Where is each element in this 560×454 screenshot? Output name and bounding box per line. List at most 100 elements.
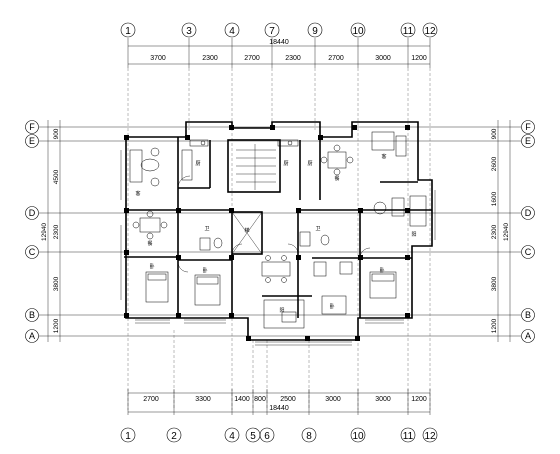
svg-text:E: E — [525, 136, 531, 146]
right-dimension-line: 900 2600 1600 2300 3800 1200 12940 — [491, 120, 511, 342]
svg-text:1200: 1200 — [53, 318, 60, 333]
svg-text:B: B — [29, 310, 35, 320]
svg-text:C: C — [29, 247, 36, 257]
svg-text:3000: 3000 — [375, 55, 391, 62]
svg-text:900: 900 — [491, 128, 498, 139]
axis-bubble-top-11: 11 — [400, 22, 416, 38]
svg-text:12: 12 — [424, 431, 436, 442]
total-width-bottom: 18440 — [269, 405, 289, 412]
axis-bubble-top-10: 10 — [350, 22, 366, 38]
svg-text:客: 客 — [135, 190, 140, 197]
svg-text:4: 4 — [229, 431, 235, 442]
axis-bubble-bottom-4: 4 — [224, 427, 240, 443]
svg-text:4500: 4500 — [53, 169, 60, 184]
svg-text:3700: 3700 — [150, 55, 166, 62]
svg-text:3300: 3300 — [195, 396, 211, 403]
svg-text:餐: 餐 — [147, 240, 152, 247]
svg-text:1200: 1200 — [491, 318, 498, 333]
svg-text:1400: 1400 — [234, 396, 250, 403]
axis-bubble-top-3: 3 — [181, 22, 197, 38]
svg-text:2700: 2700 — [143, 396, 159, 403]
axis-bubble-top-12: 12 — [422, 22, 438, 38]
svg-text:2300: 2300 — [53, 224, 60, 239]
column-axis-lines — [127, 68, 431, 410]
svg-text:2600: 2600 — [491, 156, 498, 171]
svg-text:A: A — [525, 331, 531, 341]
axis-bubble-top-4: 4 — [224, 22, 240, 38]
svg-text:3800: 3800 — [491, 276, 498, 291]
bottom-dimension-line: 2700 3300 1400 800 2500 3000 3000 1200 1… — [127, 389, 431, 415]
svg-text:餐: 餐 — [334, 175, 339, 182]
svg-text:2300: 2300 — [491, 224, 498, 239]
room-labels: 厨 厨 厨 卧 卧 卧 卧 卫 卫 餐 餐 客 客 阳 阳 梯 — [135, 153, 416, 314]
svg-text:1: 1 — [125, 26, 131, 37]
svg-text:E: E — [29, 136, 35, 146]
axis-bubble-bottom-6: 6 — [259, 427, 275, 443]
svg-text:F: F — [29, 122, 35, 132]
svg-text:900: 900 — [53, 128, 60, 139]
svg-text:2700: 2700 — [328, 55, 344, 62]
svg-text:厨: 厨 — [307, 161, 312, 167]
axis-bubble-row-A: A A — [25, 329, 535, 343]
right-total-dimension: 12940 — [503, 223, 510, 241]
svg-text:3000: 3000 — [375, 396, 391, 403]
svg-text:4: 4 — [229, 26, 235, 37]
svg-text:5: 5 — [250, 431, 256, 442]
stair-treads — [236, 144, 276, 190]
svg-text:2700: 2700 — [244, 55, 260, 62]
svg-text:3800: 3800 — [53, 276, 60, 291]
svg-text:客: 客 — [381, 153, 386, 160]
svg-text:9: 9 — [312, 26, 318, 37]
svg-text:阳: 阳 — [411, 231, 416, 238]
axis-bubble-row-B: B B — [25, 308, 535, 322]
total-width-top: 18440 — [269, 39, 289, 46]
svg-text:C: C — [525, 247, 532, 257]
axis-bubble-row-D: D D — [25, 206, 535, 220]
svg-text:12: 12 — [424, 26, 436, 37]
svg-text:10: 10 — [352, 431, 364, 442]
svg-text:厨: 厨 — [283, 161, 288, 167]
axis-bubble-row-C: C C — [25, 245, 535, 259]
windows — [120, 150, 436, 346]
axis-bubble-top-7: 7 — [264, 22, 280, 38]
svg-text:2: 2 — [171, 431, 177, 442]
svg-text:11: 11 — [403, 26, 414, 37]
svg-text:F: F — [525, 122, 531, 132]
svg-text:8: 8 — [306, 431, 312, 442]
svg-text:7: 7 — [269, 26, 275, 37]
axis-bubble-top-9: 9 — [307, 22, 323, 38]
svg-text:卫: 卫 — [204, 226, 209, 232]
axis-bubble-bottom-8: 8 — [301, 427, 317, 443]
svg-text:10: 10 — [352, 26, 364, 37]
svg-text:6: 6 — [264, 431, 270, 442]
svg-text:D: D — [29, 208, 36, 218]
svg-text:A: A — [29, 331, 35, 341]
axis-bubble-row-E: E E — [25, 134, 535, 148]
svg-text:11: 11 — [403, 431, 414, 442]
axis-bubble-bottom-2: 2 — [166, 427, 182, 443]
svg-text:1600: 1600 — [491, 191, 498, 206]
axis-bubble-bottom-1: 1 — [120, 427, 136, 443]
svg-text:2500: 2500 — [280, 396, 296, 403]
row-axis-markers: F F E E D D C C B B A A — [25, 120, 535, 343]
left-dimension-line: 900 4500 2300 3800 1200 12940 — [41, 120, 61, 342]
structural-columns — [124, 125, 410, 341]
top-axis-markers: 1 3 4 7 9 10 11 12 — [120, 22, 438, 38]
axis-bubble-row-F: F F — [25, 120, 535, 134]
svg-text:卧: 卧 — [329, 303, 334, 310]
axis-bubble-bottom-10: 10 — [350, 427, 366, 443]
axis-bubble-top-1: 1 — [120, 22, 136, 38]
svg-text:D: D — [525, 208, 532, 218]
svg-text:阳: 阳 — [279, 307, 284, 314]
left-total-dimension: 12940 — [41, 223, 48, 241]
axis-bubble-bottom-12: 12 — [422, 427, 438, 443]
svg-text:800: 800 — [254, 396, 266, 403]
top-dimension-line: 3700 2300 2700 2300 2700 3000 1200 — [127, 38, 431, 68]
svg-text:1: 1 — [125, 431, 131, 442]
furniture — [129, 131, 427, 329]
svg-text:3000: 3000 — [325, 396, 341, 403]
svg-text:2300: 2300 — [202, 55, 218, 62]
bottom-axis-markers: 1 2 4 5 6 8 10 11 12 — [120, 427, 438, 443]
svg-text:2300: 2300 — [285, 55, 301, 62]
